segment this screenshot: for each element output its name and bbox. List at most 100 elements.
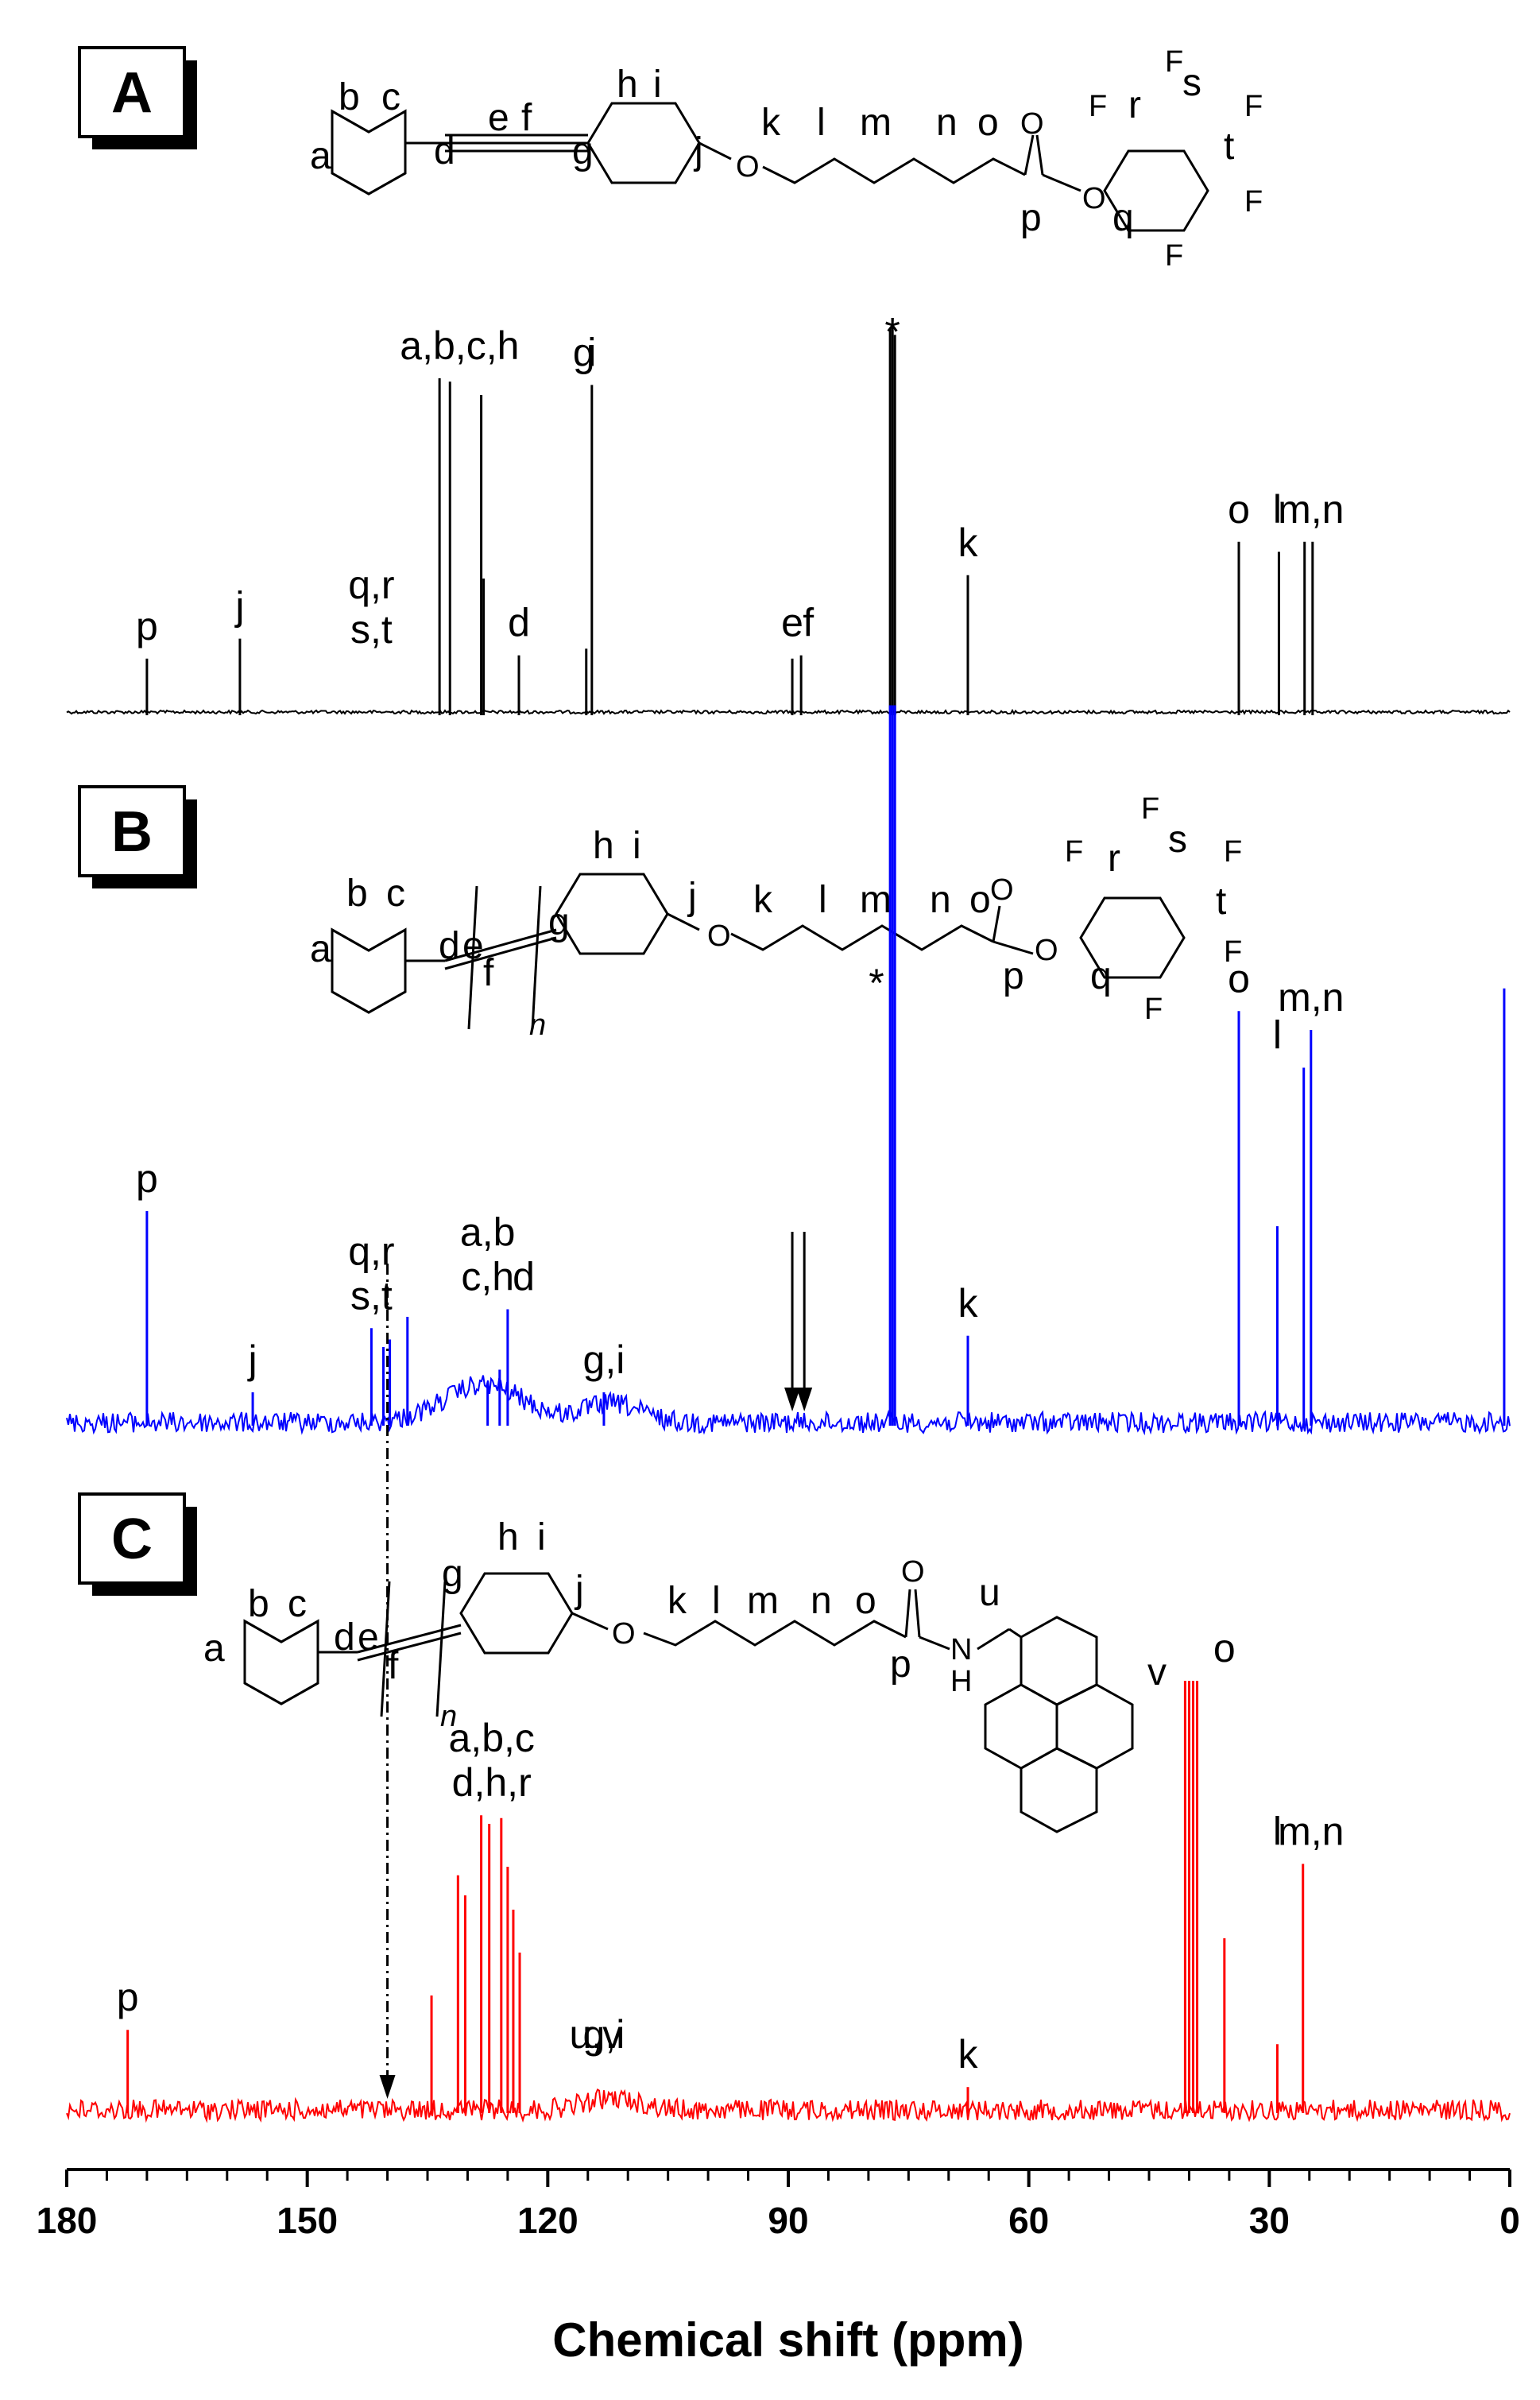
svg-text:q: q <box>1090 955 1112 997</box>
svg-text:g: g <box>442 1553 463 1595</box>
benzene-ring-c1 <box>243 1619 319 1705</box>
peak-label-a-2-1: s,t <box>350 607 393 652</box>
x-tick-label-90: 90 <box>768 2200 808 2241</box>
svg-text:u: u <box>979 1572 1000 1614</box>
svg-text:r: r <box>1128 84 1141 126</box>
svg-text:c: c <box>288 1583 307 1625</box>
svg-text:O: O <box>707 919 731 953</box>
peak-label-a-2-0: q,r <box>348 563 394 607</box>
svg-text:h: h <box>497 1516 519 1558</box>
arrow-head-b-0 <box>784 1388 801 1411</box>
peak-label-a-3: a,b,c,h <box>400 323 519 368</box>
peak-label-a-5: g <box>573 330 595 374</box>
svg-text:p: p <box>890 1643 911 1686</box>
pyrene-ring-4 <box>1020 1747 1098 1833</box>
svg-text:i: i <box>633 825 641 867</box>
panel-label-a: A <box>78 46 197 149</box>
svg-text:n: n <box>930 879 951 921</box>
svg-text:F: F <box>1089 90 1107 123</box>
svg-text:j: j <box>574 1569 584 1611</box>
svg-text:f: f <box>483 952 494 994</box>
svg-text:m: m <box>860 102 892 144</box>
pentafluorophenyl-ring-b <box>1079 896 1186 979</box>
peak-label-a-8: f <box>803 601 814 645</box>
svg-text:c: c <box>381 76 400 118</box>
svg-text:O: O <box>1082 182 1106 215</box>
pyrene-ring-3 <box>1055 1683 1134 1770</box>
peak-label-b-3-0: a,b <box>460 1210 516 1255</box>
x-tick-label-150: 150 <box>277 2200 338 2241</box>
svg-text:b: b <box>346 873 368 915</box>
x-tick-label-120: 120 <box>517 2200 578 2241</box>
panel-letter-a: A <box>111 61 153 125</box>
svg-text:O: O <box>901 1555 925 1589</box>
svg-text:m: m <box>747 1580 779 1622</box>
svg-text:O: O <box>612 1617 636 1651</box>
peak-label-b-6: * <box>869 961 884 1005</box>
peak-label-c-1-0: a,b,c <box>449 1716 535 1760</box>
svg-text:a: a <box>203 1628 225 1670</box>
svg-text:s: s <box>1168 819 1187 861</box>
svg-text:s: s <box>1182 62 1201 104</box>
peak-label-a-6: i <box>587 330 596 374</box>
svg-text:m: m <box>860 879 892 921</box>
peak-label-c-6: l <box>1273 1809 1282 1853</box>
svg-text:p: p <box>1020 197 1042 239</box>
svg-text:d: d <box>334 1616 355 1659</box>
peak-label-a-4: d <box>508 601 530 645</box>
peak-label-b-1: j <box>247 1337 257 1382</box>
svg-text:h: h <box>617 64 638 106</box>
peak-label-a-11: o <box>1228 487 1250 532</box>
arrow-head-c-0 <box>379 2075 396 2099</box>
structure-b: a b c d e f g h i j k l m n o p q r s t … <box>310 792 1242 1042</box>
svg-text:o: o <box>977 102 999 144</box>
svg-text:F: F <box>1165 45 1183 79</box>
x-tick-label-30: 30 <box>1249 2200 1290 2241</box>
svg-text:k: k <box>753 879 773 921</box>
svg-text:g: g <box>548 901 570 943</box>
peak-label-b-0: p <box>136 1156 158 1201</box>
svg-text:p: p <box>1003 955 1024 997</box>
x-tick-label-180: 180 <box>37 2200 98 2241</box>
peak-label-c-2: g,i <box>583 2012 625 2057</box>
svg-text:o: o <box>855 1580 876 1622</box>
peak-label-c-1-1: d,h,r <box>452 1760 532 1805</box>
svg-text:b: b <box>339 76 360 118</box>
svg-text:n: n <box>529 1008 546 1042</box>
structure-c: a b c d e f g h i j k l m n o p u v n O … <box>203 1516 1167 1833</box>
svg-text:F: F <box>1224 835 1242 869</box>
svg-text:h: h <box>593 825 614 867</box>
svg-text:t: t <box>1224 126 1234 168</box>
svg-text:F: F <box>1141 792 1159 826</box>
svg-text:l: l <box>712 1580 721 1622</box>
spectrum-baseline-a <box>66 708 1511 715</box>
benzene-ring-a1 <box>331 109 407 195</box>
svg-text:t: t <box>1216 881 1226 923</box>
svg-text:n: n <box>811 1580 832 1622</box>
peak-label-b-10: m,n <box>1278 975 1344 1020</box>
svg-text:n: n <box>936 102 958 144</box>
benzene-ring-a1-outline <box>331 109 407 195</box>
benzene-ring-c2 <box>459 1572 574 1655</box>
svg-text:F: F <box>1244 185 1263 219</box>
peak-label-b-7: k <box>958 1281 978 1326</box>
svg-text:f: f <box>388 1645 399 1687</box>
peak-label-c-5: o <box>1213 1626 1236 1670</box>
pyrene-ring-2 <box>984 1683 1058 1770</box>
svg-text:r: r <box>1108 838 1120 880</box>
svg-text:O: O <box>1020 107 1044 141</box>
peak-label-c-0: p <box>117 1975 139 2019</box>
svg-text:n: n <box>440 1700 457 1733</box>
peak-label-b-9: l <box>1273 1013 1282 1058</box>
structure-a: a b c d e f g h i j k l m n o p q r s t … <box>310 45 1263 273</box>
svg-text:l: l <box>818 879 827 921</box>
spectra-layer <box>66 318 1511 2123</box>
peak-label-b-5: g,i <box>583 1337 625 1382</box>
svg-text:O: O <box>736 150 760 184</box>
svg-text:l: l <box>817 102 826 144</box>
svg-text:k: k <box>761 102 781 144</box>
svg-text:H: H <box>950 1665 972 1698</box>
peak-label-a-9: * <box>884 309 900 354</box>
svg-text:e: e <box>358 1616 379 1659</box>
